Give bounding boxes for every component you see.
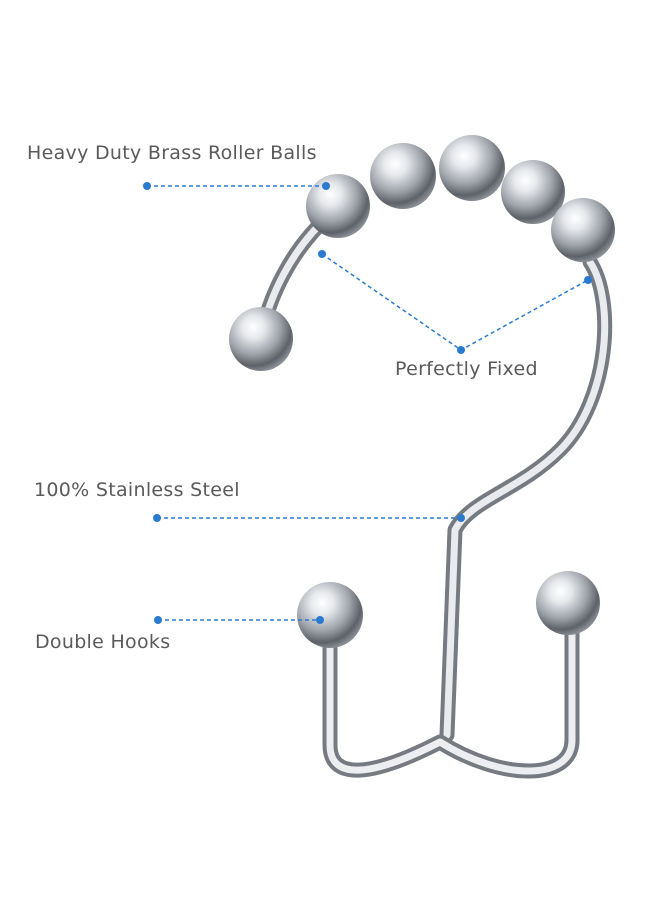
- callouts: [147, 185, 589, 621]
- callout-dots: [143, 182, 592, 624]
- roller-ball: [370, 143, 436, 209]
- label-roller-balls: Heavy Duty Brass Roller Balls: [27, 142, 317, 164]
- label-perfectly-fixed: Perfectly Fixed: [395, 358, 538, 380]
- label-stainless-steel: 100% Stainless Steel: [34, 479, 240, 501]
- end-ball: [229, 307, 293, 371]
- roller-ball: [501, 160, 565, 224]
- hook-tip-ball: [297, 582, 363, 648]
- roller-ball: [306, 174, 370, 238]
- roller-ball: [439, 135, 505, 201]
- hook-tip-ball: [536, 571, 600, 635]
- label-double-hooks: Double Hooks: [35, 631, 171, 653]
- roller-ball: [551, 198, 615, 262]
- callout-line-fixed: [321, 253, 589, 351]
- roller-balls: [306, 135, 615, 262]
